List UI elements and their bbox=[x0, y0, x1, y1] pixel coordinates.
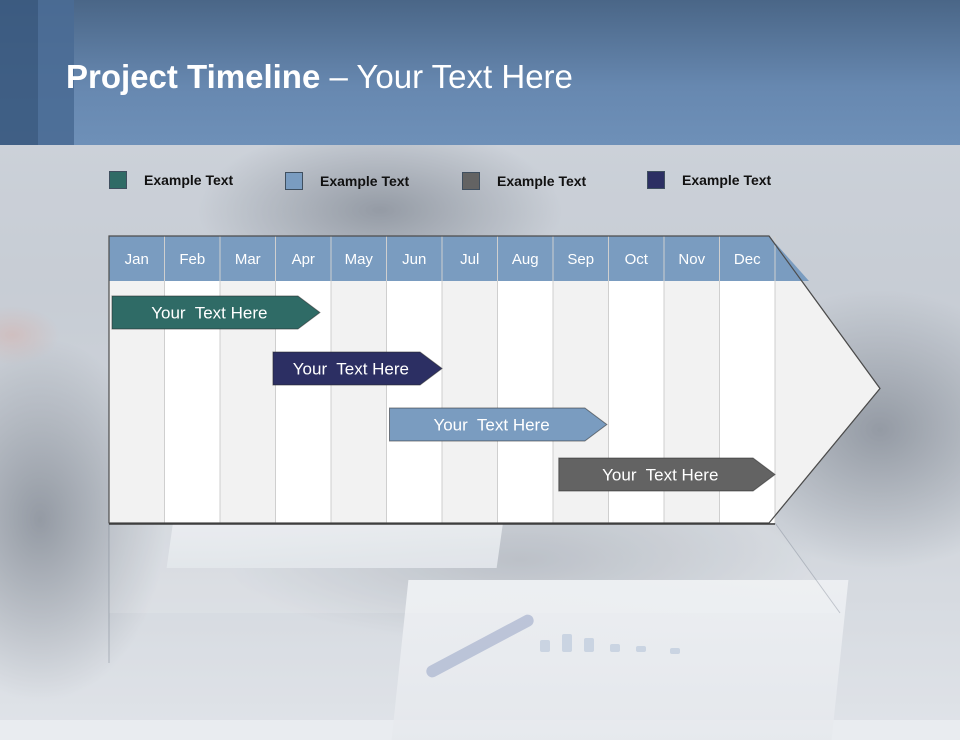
legend-swatch bbox=[285, 172, 303, 190]
timeline-diagram: Jan Feb Mar Apr May Jun Jul Aug Sep Oct Nov DecYour… bbox=[108, 235, 881, 663]
timeline-reflection bbox=[109, 523, 840, 613]
month-label-apr: Apr bbox=[292, 251, 315, 268]
month-label-mar: Mar bbox=[235, 251, 261, 268]
task-arrow bbox=[272, 351, 443, 386]
month-label-feb: Feb bbox=[179, 251, 205, 268]
month-label-sep: Sep bbox=[567, 251, 594, 268]
legend-label: Example Text bbox=[320, 173, 410, 189]
slide-title: Project Timeline – Your Text Here bbox=[66, 58, 573, 96]
month-label-jul: Jul bbox=[460, 251, 479, 268]
reflection-edge bbox=[774, 522, 841, 614]
task-label: Your Text Here bbox=[602, 466, 718, 485]
task-label: Your Text Here bbox=[293, 360, 409, 379]
legend-swatch bbox=[462, 172, 480, 190]
legend-item: Example Text bbox=[109, 170, 233, 190]
header-accent-stripe bbox=[38, 0, 74, 145]
month-column-may bbox=[331, 281, 387, 523]
legend-item: Example Text bbox=[285, 171, 409, 191]
title-rest: – Your Text Here bbox=[320, 58, 573, 95]
task-label: Your Text Here bbox=[433, 416, 549, 435]
background-hand bbox=[0, 305, 60, 365]
title-strong: Project Timeline bbox=[66, 58, 321, 95]
task-arrow bbox=[558, 457, 776, 492]
task-label: Your Text Here bbox=[151, 304, 267, 323]
month-label-may: May bbox=[345, 251, 374, 268]
legend-swatch bbox=[647, 171, 665, 189]
month-label-dec: Dec bbox=[734, 251, 761, 268]
slide-header: Project Timeline – Your Text Here bbox=[0, 0, 960, 145]
legend-item: Example Text bbox=[647, 170, 771, 190]
legend-swatch bbox=[109, 171, 127, 189]
legend-label: Example Text bbox=[682, 172, 772, 188]
month-label-oct: Oct bbox=[625, 251, 649, 268]
legend-label: Example Text bbox=[144, 172, 234, 188]
month-column-aug bbox=[497, 281, 553, 523]
month-label-aug: Aug bbox=[512, 251, 539, 268]
month-column-jun bbox=[386, 281, 442, 523]
month-label-nov: Nov bbox=[678, 251, 705, 268]
month-column-jul bbox=[442, 281, 498, 523]
month-label-jan: Jan bbox=[125, 251, 149, 268]
task-arrow bbox=[389, 407, 608, 442]
legend-item: Example Text bbox=[462, 171, 586, 191]
month-label-jun: Jun bbox=[402, 251, 426, 268]
header-accent-stripe bbox=[0, 0, 38, 145]
month-header-strip bbox=[109, 236, 809, 281]
task-arrow bbox=[111, 295, 321, 330]
timeline-arrow-outline bbox=[108, 235, 881, 524]
legend-label: Example Text bbox=[497, 173, 587, 189]
